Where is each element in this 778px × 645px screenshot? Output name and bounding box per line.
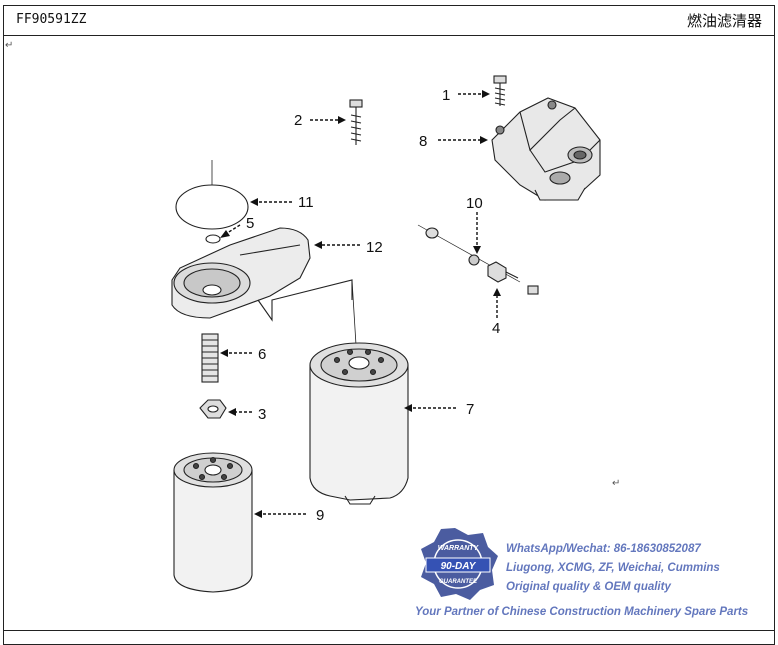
badge-top-text: WARRANTY (438, 545, 480, 552)
badge-bottom-text: GUARANTEE (439, 579, 478, 585)
paragraph-mark: ↵ (5, 40, 14, 51)
warranty-badge: WARRANTY 90-DAY GUARANTEE (421, 528, 498, 600)
badge-mid-text: 90-DAY (441, 561, 477, 572)
seal-part-11 (175, 184, 249, 230)
callout-5: 5 (246, 215, 254, 232)
callout-1: 1 (442, 87, 450, 104)
table-border (3, 630, 775, 631)
filter-part-9 (173, 452, 253, 593)
callout-7: 7 (466, 401, 474, 418)
callout-10: 10 (466, 195, 483, 212)
nut-part-3 (199, 399, 227, 419)
watermark-contact: WhatsApp/Wechat: 86-18630852087 (506, 543, 701, 555)
part-code: FF90591ZZ (16, 12, 87, 27)
callout-6: 6 (258, 346, 266, 363)
header-row: FF90591ZZ 燃油滤清器 (4, 6, 774, 36)
callout-2: 2 (294, 112, 302, 129)
filter-head-part-12 (171, 227, 357, 346)
watermark-brands: Liugong, XCMG, ZF, Weichai, Cummins (506, 562, 720, 574)
o-ring-part-5 (205, 234, 221, 244)
spring-part-6 (201, 333, 219, 383)
watermark-quality: Original quality & OEM quality (506, 581, 671, 593)
screw-part-4 (527, 285, 539, 295)
callout-11: 11 (298, 194, 314, 211)
callout-8: 8 (419, 133, 427, 150)
callout-3: 3 (258, 406, 266, 423)
paragraph-mark: ↵ (612, 478, 621, 489)
mounting-head-part-8 (491, 97, 601, 201)
callout-12: 12 (366, 239, 383, 256)
watermark-tagline: Your Partner of Chinese Construction Mac… (415, 606, 748, 618)
fitting-part-10 (417, 224, 521, 283)
bolt-part-1 (493, 75, 507, 106)
part-name: 燃油滤清器 (686, 12, 762, 30)
callout-4: 4 (492, 320, 500, 337)
callout-9: 9 (316, 507, 324, 524)
bolt-part-2 (349, 99, 363, 145)
filter-part-7 (309, 342, 409, 505)
